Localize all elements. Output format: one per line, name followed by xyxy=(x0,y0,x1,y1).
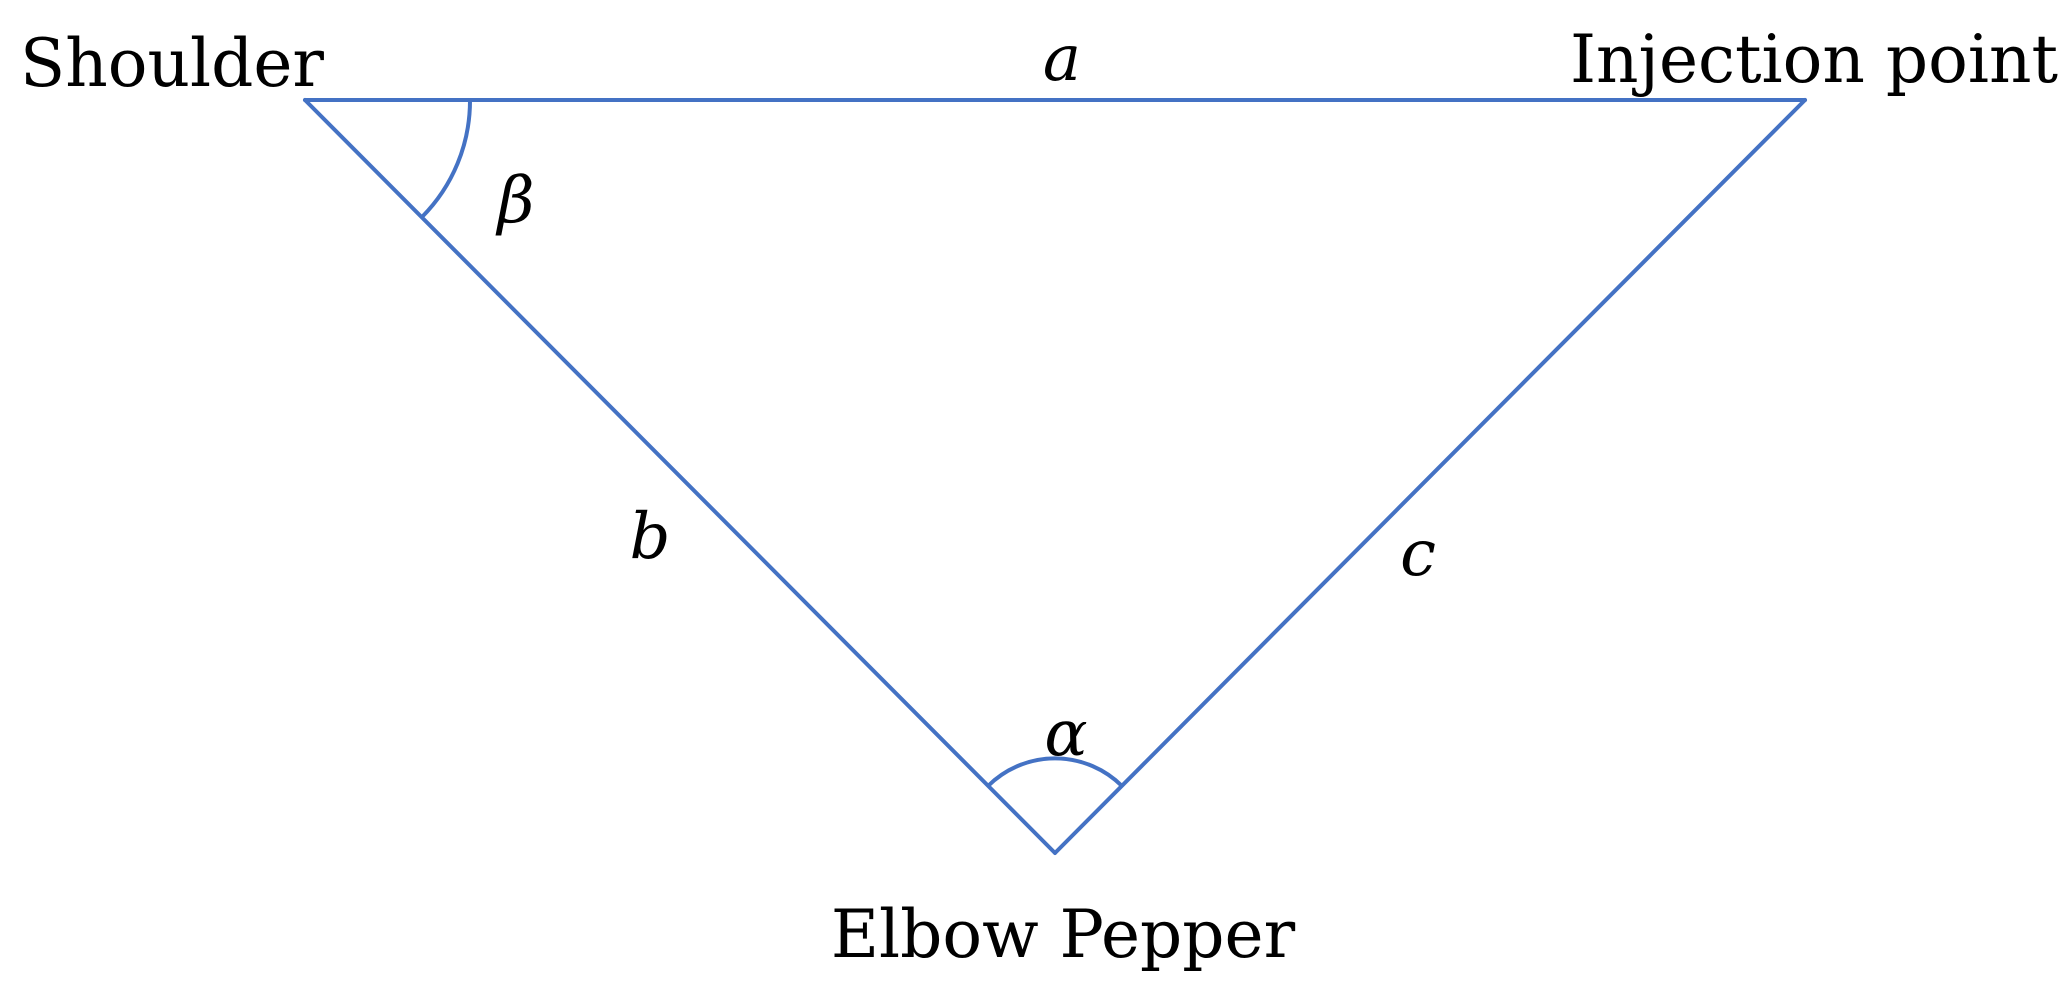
side-b-line xyxy=(303,98,1057,855)
alpha-angle-arc xyxy=(986,756,1124,788)
alpha-angle-label: α xyxy=(1044,697,1087,771)
shoulder-label: Shoulder xyxy=(20,25,324,102)
side-c-line xyxy=(1053,98,1807,855)
side-c-label: c xyxy=(1400,517,1436,591)
side-a-label: a xyxy=(1043,22,1081,96)
side-b-label: b xyxy=(630,500,671,574)
elbow-label: Elbow Pepper xyxy=(831,896,1296,973)
beta-angle-arc xyxy=(420,99,473,219)
beta-angle-label: β xyxy=(496,164,535,238)
injection-point-label: Injection point xyxy=(1570,21,2058,98)
